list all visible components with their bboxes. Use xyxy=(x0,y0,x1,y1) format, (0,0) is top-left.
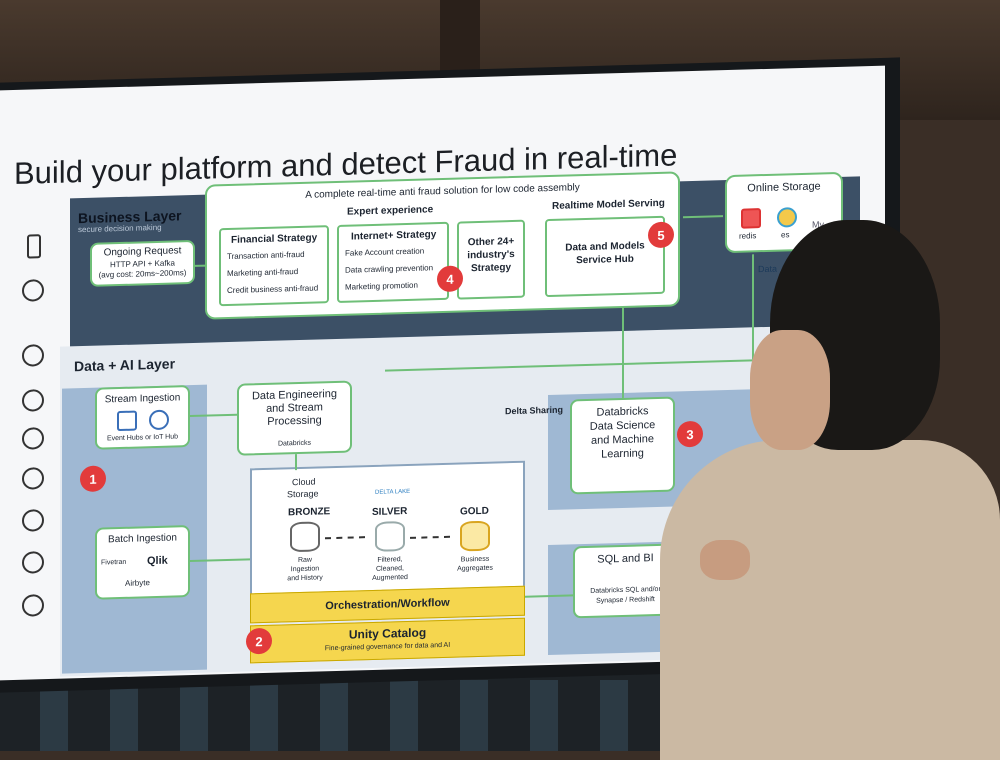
online-storage-title: Online Storage xyxy=(747,180,821,195)
dbx-ds-line4: Learning xyxy=(601,447,644,461)
data-source-icon xyxy=(22,509,44,532)
batch-ingestion-card: Batch Ingestion Fivetran Qlik Airbyte xyxy=(95,525,190,600)
presenter-person xyxy=(660,210,1000,760)
data-source-icon xyxy=(22,467,44,490)
data-eng-line3: Processing xyxy=(267,414,322,428)
batch-title: Batch Ingestion xyxy=(108,532,177,546)
delta-lake-logo: DELTA LAKE xyxy=(375,488,411,496)
floor-slat xyxy=(40,680,68,751)
internet-title: Internet+ Strategy xyxy=(351,229,437,243)
other-strategy-card: Other 24+ industry's Strategy xyxy=(457,219,525,300)
floor-slat xyxy=(250,680,278,751)
data-source-icon xyxy=(22,594,44,617)
financial-item: Credit business anti-fraud xyxy=(227,283,319,296)
internet-item: Marketing promotion xyxy=(345,280,418,292)
dbx-ds-line2: Data Science xyxy=(589,419,656,433)
internet-item: Data crawling prevention xyxy=(345,263,434,275)
stream-title: Stream Ingestion xyxy=(104,392,181,406)
bronze-database-icon xyxy=(290,521,320,553)
expert-label: Expert experience xyxy=(347,204,434,218)
qlik-logo: Qlik xyxy=(147,554,168,568)
floor-slat xyxy=(110,680,138,751)
connector-line xyxy=(295,454,297,471)
ongoing-request-card: Ongoing Request HTTP API + Kafka (avg co… xyxy=(90,239,195,287)
presenter-hand xyxy=(700,540,750,580)
presenter-face xyxy=(750,330,830,450)
globe-icon xyxy=(22,279,44,302)
cloud-storage-line2: Storage xyxy=(287,488,319,500)
data-eng-sub: Databricks xyxy=(277,439,312,448)
financial-item: Transaction anti-fraud xyxy=(227,249,305,262)
silver-title: SILVER xyxy=(372,505,408,518)
floor-slat xyxy=(390,680,418,751)
model-serving-card: Data and Models Service Hub xyxy=(545,215,665,298)
stream-sub: Event Hubs or IoT Hub xyxy=(106,433,179,443)
iot-hub-icon xyxy=(149,409,169,431)
silver-database-icon xyxy=(375,521,405,552)
unity-catalog-bar: Unity Catalog Fine-grained governance fo… xyxy=(250,617,525,664)
model-serving-label: Realtime Model Serving xyxy=(552,197,665,212)
presenter-shirt xyxy=(660,440,1000,760)
data-source-icon xyxy=(22,551,44,574)
floor-slat xyxy=(320,680,348,751)
floor-slat xyxy=(530,680,558,751)
financial-item: Marketing anti-fraud xyxy=(227,267,299,279)
data-source-icon xyxy=(22,427,44,450)
event-hub-icon xyxy=(117,410,137,432)
data-source-icon xyxy=(22,344,44,367)
dbx-ds-line1: Databricks xyxy=(596,405,649,419)
data-source-icon xyxy=(22,389,44,412)
financial-strategy-card: Financial Strategy Transaction anti-frau… xyxy=(219,225,329,307)
other-line1: Other 24+ xyxy=(467,235,515,249)
financial-title: Financial Strategy xyxy=(231,232,318,246)
mobile-phone-icon xyxy=(27,234,41,259)
bronze-title: BRONZE xyxy=(288,506,331,519)
other-line3: Strategy xyxy=(470,262,511,275)
ongoing-line2: (avg cost: 20ms~200ms) xyxy=(98,268,187,280)
ongoing-title: Ongoing Request xyxy=(103,245,182,259)
service-hub-line1: Data and Models xyxy=(565,240,645,254)
cloud-storage-line1: Cloud xyxy=(292,476,316,488)
floor-slat xyxy=(460,680,488,751)
anti-fraud-solution-card: A complete real-time anti fraud solution… xyxy=(205,171,680,320)
gold-title: GOLD xyxy=(460,505,489,518)
data-ai-layer-label: Data + AI Layer xyxy=(74,355,176,375)
fivetran-logo: Fivetran xyxy=(101,558,127,567)
service-hub-line2: Service Hub xyxy=(576,253,634,267)
delta-sharing-label: Delta Sharing xyxy=(505,404,564,417)
stream-ingestion-card: Stream Ingestion Event Hubs or IoT Hub xyxy=(95,385,190,450)
floor-slat xyxy=(180,680,208,751)
airbyte-logo: Airbyte xyxy=(125,578,150,588)
connector-line xyxy=(195,264,207,267)
internet-strategy-card: Internet+ Strategy Fake Account creation… xyxy=(337,221,449,303)
internet-item: Fake Account creation xyxy=(345,246,425,258)
floor-slat xyxy=(600,680,628,751)
data-engineering-card: Data Engineering and Stream Processing D… xyxy=(237,380,352,456)
gold-database-icon xyxy=(460,520,490,552)
connector-line xyxy=(622,307,624,398)
other-line2: industry's xyxy=(467,248,515,262)
dbx-ds-line3: and Machine xyxy=(591,433,654,447)
